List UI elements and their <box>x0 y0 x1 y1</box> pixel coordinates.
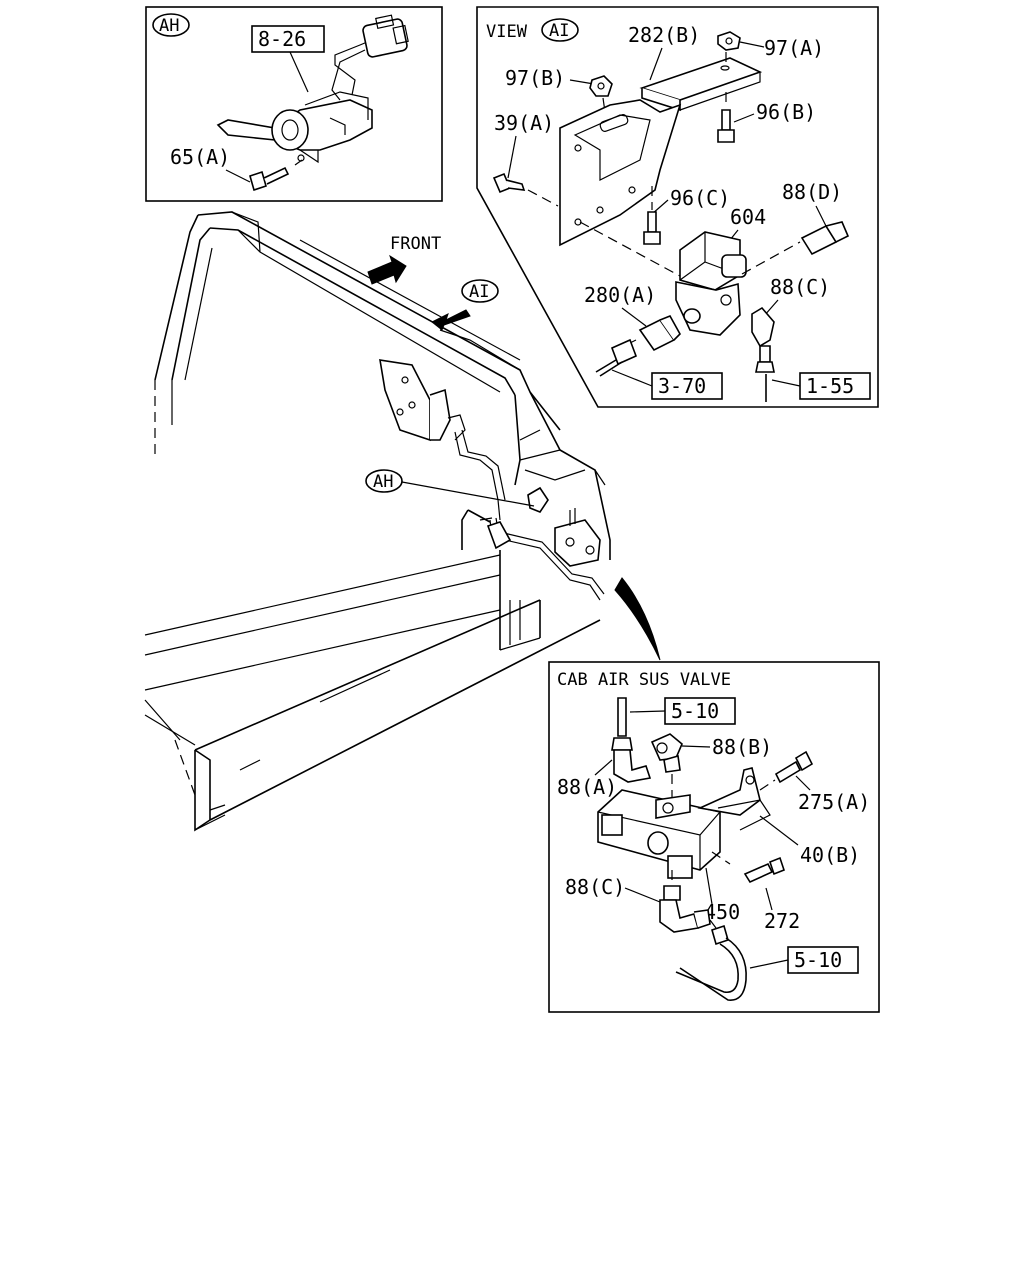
label-88a: 88(A) <box>557 775 617 799</box>
height-valve-drawing <box>216 14 409 164</box>
label-604: 604 <box>730 205 766 229</box>
fitting-88d <box>741 221 850 275</box>
ref-5-10-bot-text: 5-10 <box>794 948 842 972</box>
ai-badge-oval <box>541 18 579 42</box>
fitting-88a <box>611 737 652 783</box>
connector-280a <box>595 314 681 377</box>
label-88c-bot: 88(C) <box>565 875 625 899</box>
fitting-88c-bottom <box>659 870 717 933</box>
ai-arrow-icon <box>431 309 471 331</box>
bolt-65a <box>249 159 303 192</box>
ref-box-8-26 <box>251 25 325 53</box>
bolt-39a <box>492 172 681 277</box>
bracket-282b <box>639 57 763 112</box>
ref-8-26-text: 8-26 <box>258 27 306 51</box>
front-indicator: FRONT <box>367 234 441 285</box>
label-40b: 40(B) <box>800 843 860 867</box>
ah-callout-oval <box>365 469 403 493</box>
ah-callout-text: AH <box>373 472 393 492</box>
tube-bottom <box>675 924 747 1001</box>
bolt-272 <box>711 851 785 884</box>
solenoid-valve-604 <box>675 231 747 336</box>
label-96b: 96(B) <box>756 100 816 124</box>
view-title-text: VIEW <box>486 22 528 42</box>
label-39a: 39(A) <box>494 111 554 135</box>
cab-air-sus-valve-panel: CAB AIR SUS VALVE 5-10 88(B) 88(A) 275(A… <box>548 661 880 1013</box>
ref-1-55-text: 1-55 <box>806 374 854 398</box>
bolt-275a <box>759 750 814 791</box>
label-65a: 65(A) <box>170 145 230 169</box>
cab-title-text: CAB AIR SUS VALVE <box>557 670 731 690</box>
label-97b: 97(B) <box>505 66 565 90</box>
label-275a: 275(A) <box>798 790 870 814</box>
fitting-88c-top <box>751 306 775 402</box>
label-272: 272 <box>764 909 800 933</box>
label-88d: 88(D) <box>782 180 842 204</box>
bolt-96b <box>717 92 735 143</box>
label-280a: 280(A) <box>584 283 656 307</box>
front-label: FRONT <box>390 234 441 254</box>
ref-3-70-text: 3-70 <box>658 374 706 398</box>
ai-badge-text: AI <box>549 21 569 41</box>
ah-badge-text: AH <box>159 16 179 36</box>
detail-ah-panel: AH 8-26 65(A) <box>145 6 443 202</box>
fitting-88b <box>650 733 683 800</box>
label-96c: 96(C) <box>670 186 730 210</box>
ah-callout: AH <box>365 469 535 507</box>
label-88b: 88(B) <box>712 735 772 759</box>
ah-badge-oval <box>152 13 190 37</box>
mounting-bracket <box>559 99 682 247</box>
nut-97a <box>717 31 741 62</box>
chassis-frame-drawing <box>144 211 611 832</box>
ref-5-10-top-text: 5-10 <box>671 699 719 723</box>
bolt-96c <box>643 186 661 245</box>
leveling-valve-450 <box>597 767 771 879</box>
label-97a: 97(A) <box>764 36 824 60</box>
label-88c-top: 88(C) <box>770 275 830 299</box>
ai-callout: AI <box>431 279 499 331</box>
nut-97b <box>589 75 613 113</box>
ai-callout-text: AI <box>469 282 489 302</box>
view-ai-panel: VIEW AI 282(B) 97(A) 97(B) 96(B) 39(A) 9… <box>476 6 879 408</box>
detail-leader-arrow <box>614 577 661 661</box>
front-arrow-icon <box>367 254 407 285</box>
label-282b: 282(B) <box>628 23 700 47</box>
ai-callout-oval <box>461 279 499 303</box>
